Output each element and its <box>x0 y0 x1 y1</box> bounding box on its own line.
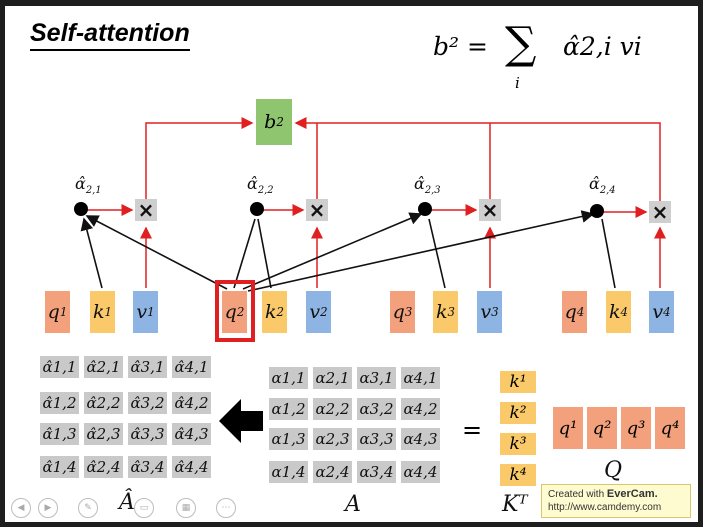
formula-sum-index: i <box>515 74 520 92</box>
next-slide-button[interactable]: ▶ <box>38 498 58 518</box>
query-2-highlight <box>215 280 255 342</box>
q-column-2: q² <box>587 407 617 449</box>
q-column-3: q³ <box>621 407 651 449</box>
a-cell: α1,1 <box>269 367 308 389</box>
slides-grid-button[interactable]: ▦ <box>176 498 196 518</box>
connector-arrows <box>80 117 666 292</box>
q-column-1: q¹ <box>553 407 583 449</box>
kt-row-1: k¹ <box>500 371 536 393</box>
ahat-matrix-label: Â <box>119 490 135 515</box>
more-options-button[interactable]: ⋯ <box>216 498 236 518</box>
a-cell: α4,4 <box>401 461 440 483</box>
kt-matrix-label: Kᵀ <box>502 492 528 517</box>
a-cell: α4,1 <box>401 367 440 389</box>
ahat-cell: α̂1,3 <box>40 423 79 445</box>
a-cell: α4,2 <box>401 398 440 420</box>
multiply-node-3: × <box>479 198 501 222</box>
kt-row-4: k⁴ <box>500 464 536 486</box>
slide: Self-attention b² = ∑ i α̂2,i vi <box>5 6 698 522</box>
slide-title: Self-attention <box>30 18 190 51</box>
a-cell: α4,3 <box>401 428 440 450</box>
score-dot-1 <box>74 202 88 216</box>
ahat-cell: α̂2,4 <box>84 456 123 478</box>
multiply-node-2: × <box>306 198 328 222</box>
multiply-node-4: × <box>649 200 671 224</box>
a-cell: α2,3 <box>313 428 352 450</box>
ahat-cell: α̂1,1 <box>40 356 79 378</box>
ahat-cell: α̂2,2 <box>84 392 123 414</box>
previous-slide-button[interactable]: ◀ <box>11 498 31 518</box>
formula-sum-symbol: ∑ <box>505 18 537 69</box>
ahat-cell: α̂3,2 <box>128 392 167 414</box>
a-cell: α3,2 <box>357 398 396 420</box>
ahat-cell: α̂2,3 <box>84 423 123 445</box>
b2-label: b <box>264 111 277 133</box>
a-cell: α3,1 <box>357 367 396 389</box>
formula-lhs: b² = <box>433 32 488 61</box>
kt-row-3: k³ <box>500 433 536 455</box>
alpha-hat-label-1: α̂2,1 <box>75 174 102 197</box>
score-dot-3 <box>418 202 432 216</box>
a-cell: α1,2 <box>269 398 308 420</box>
ahat-cell: α̂3,4 <box>128 456 167 478</box>
a-cell: α3,3 <box>357 428 396 450</box>
score-dot-4 <box>590 204 604 218</box>
ahat-cell: α̂1,2 <box>40 392 79 414</box>
q-column-4: q⁴ <box>655 407 685 449</box>
a-cell: α1,4 <box>269 461 308 483</box>
a-cell: α2,2 <box>313 398 352 420</box>
ahat-cell: α̂3,1 <box>128 356 167 378</box>
ahat-cell: α̂4,2 <box>172 392 211 414</box>
alpha-hat-label-3: α̂2,3 <box>414 174 441 197</box>
evercam-watermark: Created with EverCam. http://www.camdemy… <box>541 484 691 518</box>
multiply-node-1: × <box>135 198 157 222</box>
ahat-cell: α̂2,1 <box>84 356 123 378</box>
a-cell: α2,1 <box>313 367 352 389</box>
a-cell: α1,3 <box>269 428 308 450</box>
a-cell: α2,4 <box>313 461 352 483</box>
ahat-cell: α̂4,4 <box>172 456 211 478</box>
a-cell: α3,4 <box>357 461 396 483</box>
formula-rhs: α̂2,i vi <box>563 32 642 61</box>
ahat-cell: α̂4,1 <box>172 356 211 378</box>
kt-row-2: k² <box>500 402 536 424</box>
alpha-hat-label-4: α̂2,4 <box>589 174 616 197</box>
softmax-arrow-icon <box>219 399 263 443</box>
pen-tool-button[interactable]: ✎ <box>78 498 98 518</box>
q-matrix-label: Q <box>604 458 623 483</box>
a-matrix-label: A <box>345 492 361 517</box>
alpha-hat-label-2: α̂2,2 <box>247 174 274 197</box>
b2-sup: 2 <box>276 115 284 129</box>
score-dot-2 <box>250 202 264 216</box>
ahat-cell: α̂4,3 <box>172 423 211 445</box>
equals-sign: = <box>462 416 483 444</box>
screen-button[interactable]: ▭ <box>134 498 154 518</box>
ahat-cell: α̂3,3 <box>128 423 167 445</box>
ahat-cell: α̂1,4 <box>40 456 79 478</box>
